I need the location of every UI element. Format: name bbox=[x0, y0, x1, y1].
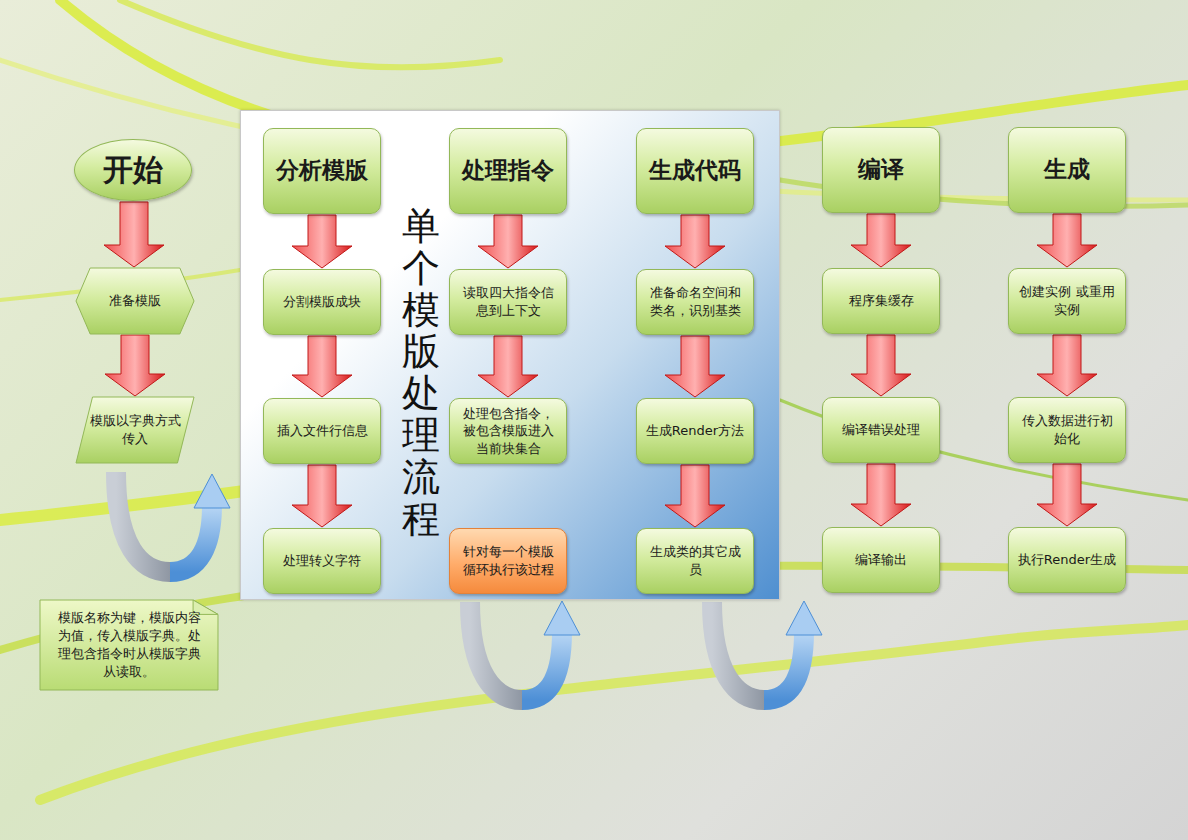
process-box: 传入数据进行初始化 bbox=[1008, 397, 1126, 463]
node-label: 传入数据进行初始化 bbox=[1017, 412, 1117, 447]
node-label: 编译错误处理 bbox=[842, 421, 920, 439]
node-label: 生成Render方法 bbox=[646, 422, 744, 440]
stage-header: 分析模版 bbox=[263, 128, 381, 214]
process-box: 生成类的其它成员 bbox=[636, 528, 754, 594]
flow-arrow bbox=[292, 215, 352, 268]
flow-arrow bbox=[1037, 335, 1097, 396]
flow-arrow bbox=[478, 336, 538, 397]
node-label: 执行Render生成 bbox=[1018, 551, 1116, 569]
process-box: 程序集缓存 bbox=[822, 268, 940, 334]
flow-arrow bbox=[1037, 214, 1097, 267]
node-label: 生成类的其它成员 bbox=[645, 543, 745, 578]
node-label: 插入文件行信息 bbox=[277, 422, 368, 440]
process-box: 插入文件行信息 bbox=[263, 398, 381, 464]
flow-arrow bbox=[478, 215, 538, 268]
process-box: 读取四大指令信息到上下文 bbox=[449, 269, 567, 335]
note-callout: 模版名称为键，模版内容为值，传入模版字典。处理包含指令时从模版字典从读取。 bbox=[40, 600, 218, 690]
process-box: 分割模版成块 bbox=[263, 269, 381, 335]
flow-arrow bbox=[665, 215, 725, 268]
process-box: 准备命名空间和类名，识别基类 bbox=[636, 269, 754, 335]
node-label: 生成 bbox=[1044, 154, 1090, 185]
flow-arrow bbox=[851, 214, 911, 267]
process-box: 处理包含指令，被包含模版进入当前块集合 bbox=[449, 398, 567, 464]
node-label: 编译输出 bbox=[855, 551, 907, 569]
node-label: 程序集缓存 bbox=[849, 292, 914, 310]
node-label: 开始 bbox=[103, 150, 163, 191]
node-label: 针对每一个模版循环执行该过程 bbox=[458, 543, 558, 578]
flow-arrow bbox=[1037, 464, 1097, 526]
node-label: 准备命名空间和类名，识别基类 bbox=[645, 284, 745, 319]
flow-arrow bbox=[104, 202, 164, 267]
para-outline bbox=[76, 397, 194, 463]
node-label: 模版名称为键，模版内容为值，传入模版字典。处理包含指令时从模版字典从读取。 bbox=[54, 609, 204, 682]
process-box: 创建实例 或重用实例 bbox=[1008, 268, 1126, 334]
node-label: 创建实例 或重用实例 bbox=[1017, 283, 1117, 318]
node-label: 模版以字典方式传入 bbox=[84, 412, 186, 447]
node-label: 分割模版成块 bbox=[283, 293, 361, 311]
flow-arrow bbox=[851, 464, 911, 526]
node-label: 处理包含指令，被包含模版进入当前块集合 bbox=[458, 405, 558, 458]
process-box: 执行Render生成 bbox=[1008, 527, 1126, 593]
node-label: 编译 bbox=[858, 154, 904, 185]
process-panel: 单个模版处理流程 分析模版分割模版成块插入文件行信息处理转义字符 处理指令读取四大指… bbox=[240, 110, 780, 600]
process-box: 编译错误处理 bbox=[822, 397, 940, 463]
stage-header: 编译 bbox=[822, 127, 940, 213]
node-label: 分析模版 bbox=[276, 155, 368, 186]
flow-arrow bbox=[105, 335, 165, 396]
flow-arrow bbox=[665, 465, 725, 527]
panel-title: 单个模版处理流程 bbox=[402, 206, 440, 540]
process-box: 编译输出 bbox=[822, 527, 940, 593]
node-label: 处理转义字符 bbox=[283, 552, 361, 570]
process-box: 处理转义字符 bbox=[263, 528, 381, 594]
flow-arrow bbox=[292, 465, 352, 527]
flow-arrow bbox=[292, 336, 352, 397]
flow-arrow bbox=[665, 336, 725, 397]
node-label: 处理指令 bbox=[462, 155, 554, 186]
prepare-hexagon: 准备模版 bbox=[76, 268, 194, 334]
flow-arrow bbox=[851, 335, 911, 396]
node-label: 读取四大指令信息到上下文 bbox=[458, 284, 558, 319]
input-parallelogram: 模版以字典方式传入 bbox=[76, 397, 194, 463]
node-label: 生成代码 bbox=[649, 155, 741, 186]
stage-header: 生成代码 bbox=[636, 128, 754, 214]
node-label: 准备模版 bbox=[109, 292, 161, 310]
loop-box: 针对每一个模版循环执行该过程 bbox=[449, 528, 567, 594]
process-box: 生成Render方法 bbox=[636, 398, 754, 464]
stage-header: 生成 bbox=[1008, 127, 1126, 213]
start-oval: 开始 bbox=[74, 139, 192, 201]
stage-header: 处理指令 bbox=[449, 128, 567, 214]
